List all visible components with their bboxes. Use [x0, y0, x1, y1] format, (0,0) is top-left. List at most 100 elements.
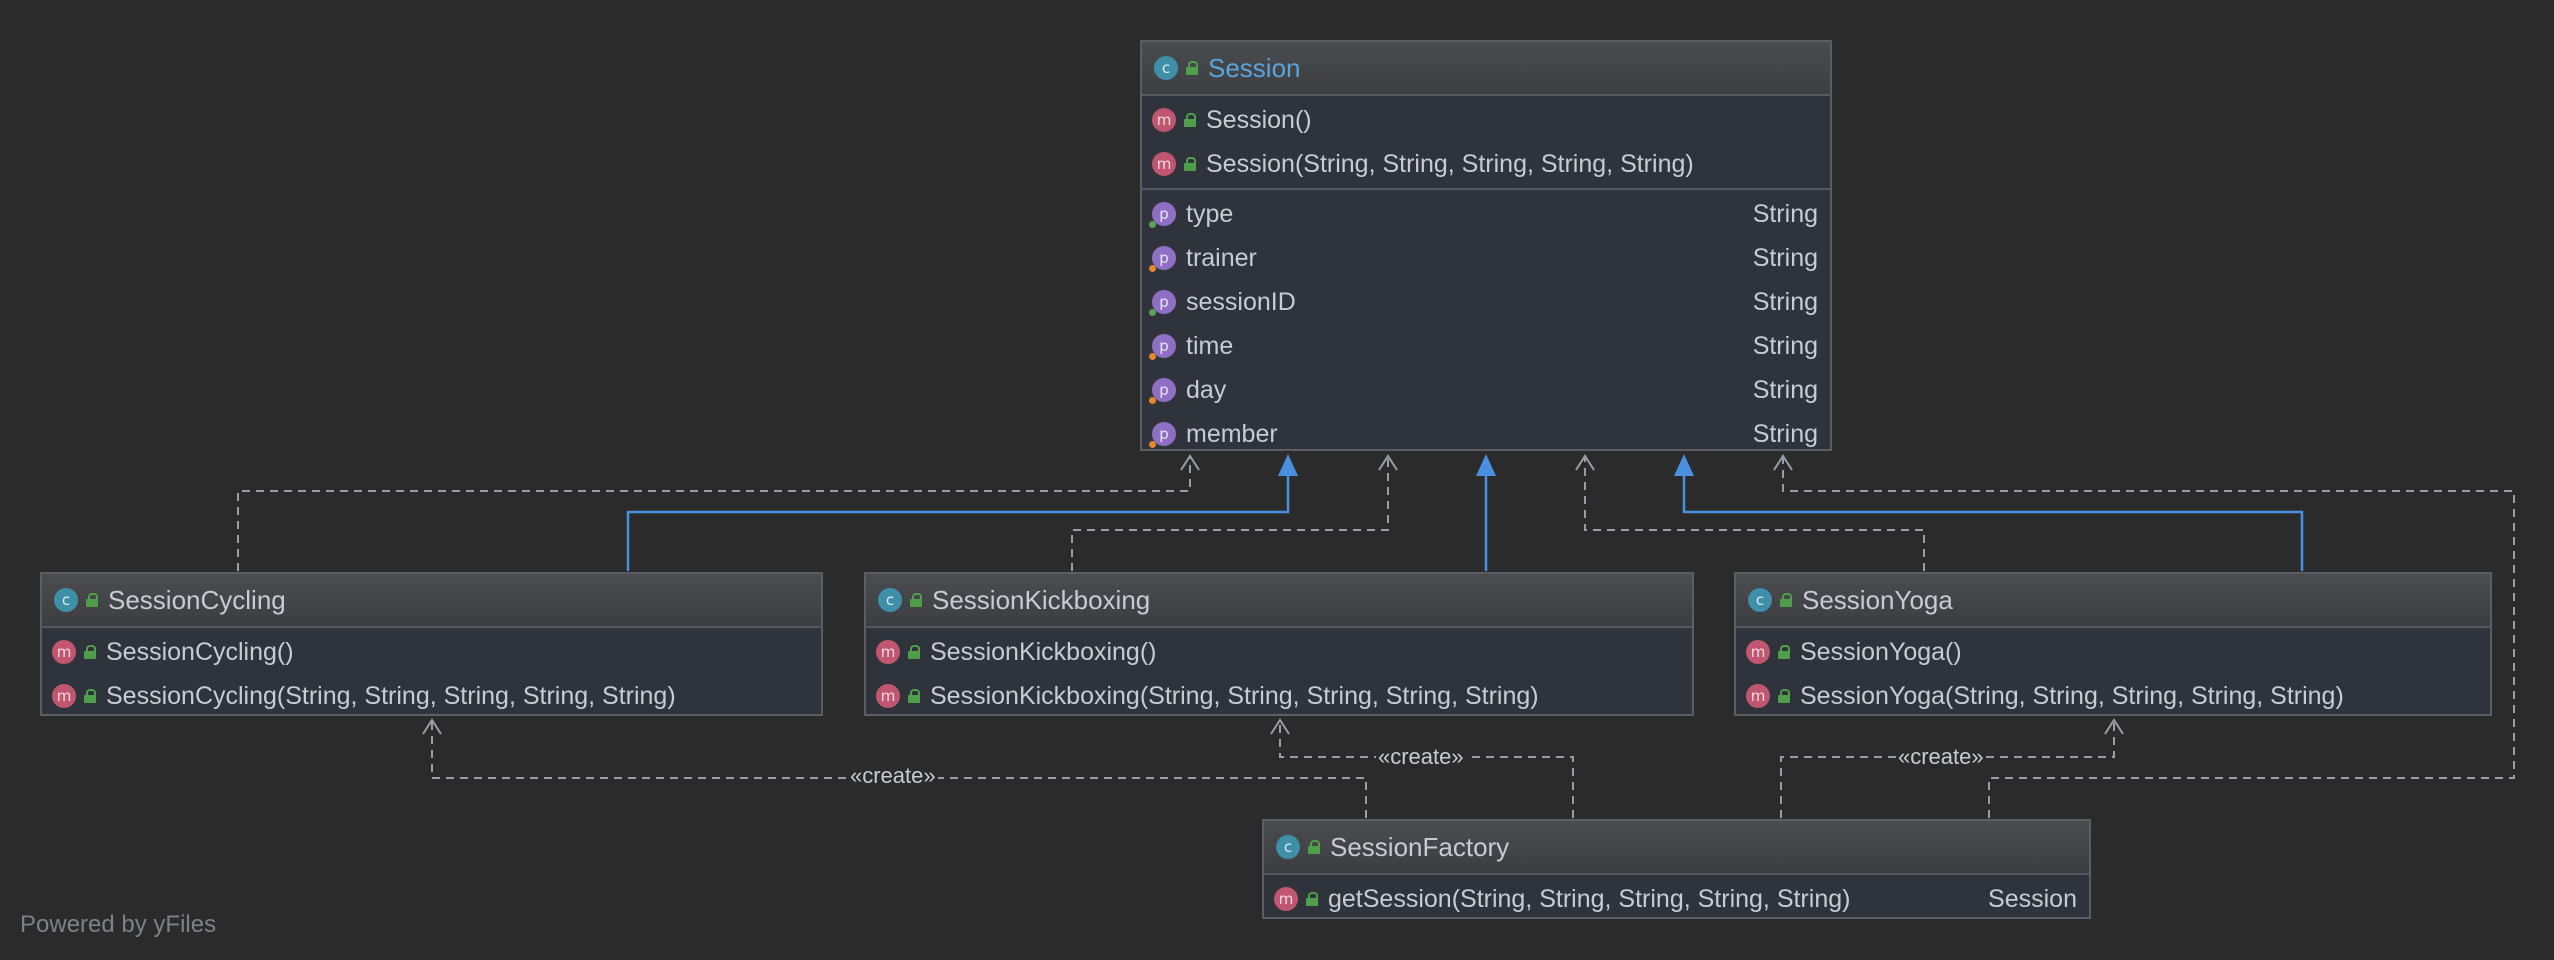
- property-icon: p: [1149, 246, 1176, 272]
- method-name: SessionYoga(): [1800, 637, 1962, 666]
- property-row: p member String: [1142, 412, 1830, 456]
- public-lock-icon: [1780, 593, 1792, 607]
- method-row: m SessionCycling(): [42, 630, 821, 674]
- class-title: SessionYoga: [1802, 584, 1953, 615]
- dependency-edge-factory-session: [1782, 458, 2515, 818]
- public-lock-icon: [1184, 157, 1196, 171]
- method-icon: m: [1746, 640, 1770, 664]
- public-lock-icon: [1778, 689, 1790, 703]
- property-name: trainer: [1186, 243, 1257, 272]
- constructor-row: m Session(): [1142, 98, 1830, 142]
- methods-section: m getSession(String, String, String, Str…: [1264, 875, 2089, 923]
- setter-dot-icon: [1149, 441, 1156, 448]
- property-name: day: [1186, 375, 1227, 404]
- property-type: String: [1752, 331, 1818, 360]
- create-label-cycling: «create»: [848, 763, 938, 789]
- class-node-session[interactable]: c Session m Session() m Session(String, …: [1140, 40, 1832, 451]
- constructors-section: m Session() m Session(String, String, St…: [1142, 96, 1830, 190]
- public-lock-icon: [908, 645, 920, 659]
- method-row: m SessionKickboxing(): [866, 630, 1692, 674]
- class-header: c Session: [1142, 42, 1830, 96]
- open-arrowhead-create-kickboxing: [1270, 718, 1290, 735]
- property-icon: p: [1149, 290, 1176, 316]
- property-type: String: [1752, 419, 1818, 448]
- method-icon: m: [1152, 108, 1176, 132]
- property-name: sessionID: [1186, 287, 1296, 316]
- class-header: c SessionKickboxing: [866, 574, 1692, 628]
- class-title: SessionFactory: [1330, 831, 1510, 862]
- method-icon: m: [876, 684, 900, 708]
- method-name: SessionYoga(String, String, String, Stri…: [1800, 681, 2344, 710]
- class-header: c SessionYoga: [1736, 574, 2490, 628]
- method-name: getSession(String, String, String, Strin…: [1328, 884, 1851, 913]
- method-row: m SessionYoga(String, String, String, St…: [1736, 674, 2490, 718]
- open-arrowhead-cycling-session: [1180, 454, 1200, 471]
- property-row: p type String: [1142, 192, 1830, 236]
- method-name: SessionCycling(String, String, String, S…: [106, 681, 676, 710]
- create-label-kickboxing: «create»: [1376, 744, 1466, 770]
- class-node-session-yoga[interactable]: c SessionYoga m SessionYoga() m SessionY…: [1734, 572, 2492, 716]
- method-return-type: Session: [1988, 884, 2077, 913]
- dependency-edge-kickboxing-session: [1071, 458, 1389, 571]
- method-name: SessionKickboxing(): [930, 637, 1157, 666]
- properties-section: p type String p trainer String p session…: [1142, 190, 1830, 458]
- class-node-session-cycling[interactable]: c SessionCycling m SessionCycling() m Se…: [40, 572, 823, 716]
- method-name: SessionKickboxing(String, String, String…: [930, 681, 1539, 710]
- public-lock-icon: [86, 593, 98, 607]
- property-row: p day String: [1142, 368, 1830, 412]
- public-lock-icon: [84, 645, 96, 659]
- open-arrowhead-yoga-session: [1575, 454, 1595, 471]
- class-title: Session: [1208, 52, 1301, 83]
- property-name: member: [1186, 419, 1278, 448]
- methods-section: m SessionKickboxing() m SessionKickboxin…: [866, 628, 1692, 720]
- dependency-edge-yoga-session: [1584, 458, 1925, 571]
- public-lock-icon: [84, 689, 96, 703]
- class-title: SessionKickboxing: [932, 584, 1151, 615]
- public-lock-icon: [910, 593, 922, 607]
- method-icon: m: [52, 640, 76, 664]
- method-row: m SessionKickboxing(String, String, Stri…: [866, 674, 1692, 718]
- property-icon: p: [1149, 202, 1176, 228]
- class-title: SessionCycling: [108, 584, 286, 615]
- setter-dot-icon: [1149, 265, 1156, 272]
- class-icon: c: [878, 588, 902, 612]
- method-icon: m: [876, 640, 900, 664]
- open-arrowhead-factory-session: [1773, 454, 1793, 471]
- method-row: m getSession(String, String, String, Str…: [1264, 877, 2089, 921]
- public-lock-icon: [1306, 892, 1318, 906]
- property-icon: p: [1149, 334, 1176, 360]
- class-node-session-kickboxing[interactable]: c SessionKickboxing m SessionKickboxing(…: [864, 572, 1694, 716]
- powered-by-label: Powered by yFiles: [20, 911, 217, 938]
- constructor-name: Session(): [1206, 105, 1312, 134]
- class-icon: c: [1748, 588, 1772, 612]
- method-row: m SessionCycling(String, String, String,…: [42, 674, 821, 718]
- method-row: m SessionYoga(): [1736, 630, 2490, 674]
- inheritance-arrowhead-cycling: [1278, 454, 1298, 476]
- inheritance-edge-yoga: [1682, 474, 2304, 571]
- create-edge-yoga: [1780, 722, 2115, 818]
- class-node-session-factory[interactable]: c SessionFactory m getSession(String, St…: [1262, 819, 2091, 919]
- getter-dot-icon: [1149, 221, 1156, 228]
- property-name: type: [1186, 199, 1234, 228]
- open-arrowhead-create-cycling: [422, 718, 442, 735]
- constructor-row: m Session(String, String, String, String…: [1142, 142, 1830, 186]
- property-icon: p: [1149, 422, 1176, 448]
- property-name: time: [1186, 331, 1234, 360]
- public-lock-icon: [1184, 113, 1196, 127]
- method-name: SessionCycling(): [106, 637, 294, 666]
- inheritance-edge-cycling: [626, 474, 1290, 571]
- property-row: p time String: [1142, 324, 1830, 368]
- property-icon: p: [1149, 378, 1176, 404]
- class-header: c SessionCycling: [42, 574, 821, 628]
- class-icon: c: [1154, 56, 1178, 80]
- method-icon: m: [1274, 887, 1298, 911]
- methods-section: m SessionYoga() m SessionYoga(String, St…: [1736, 628, 2490, 720]
- dependency-edge-cycling-session: [237, 458, 1191, 571]
- property-row: p sessionID String: [1142, 280, 1830, 324]
- property-type: String: [1752, 287, 1818, 316]
- property-type: String: [1752, 375, 1818, 404]
- inheritance-arrowhead-yoga: [1674, 454, 1694, 476]
- method-icon: m: [1746, 684, 1770, 708]
- public-lock-icon: [1186, 61, 1198, 75]
